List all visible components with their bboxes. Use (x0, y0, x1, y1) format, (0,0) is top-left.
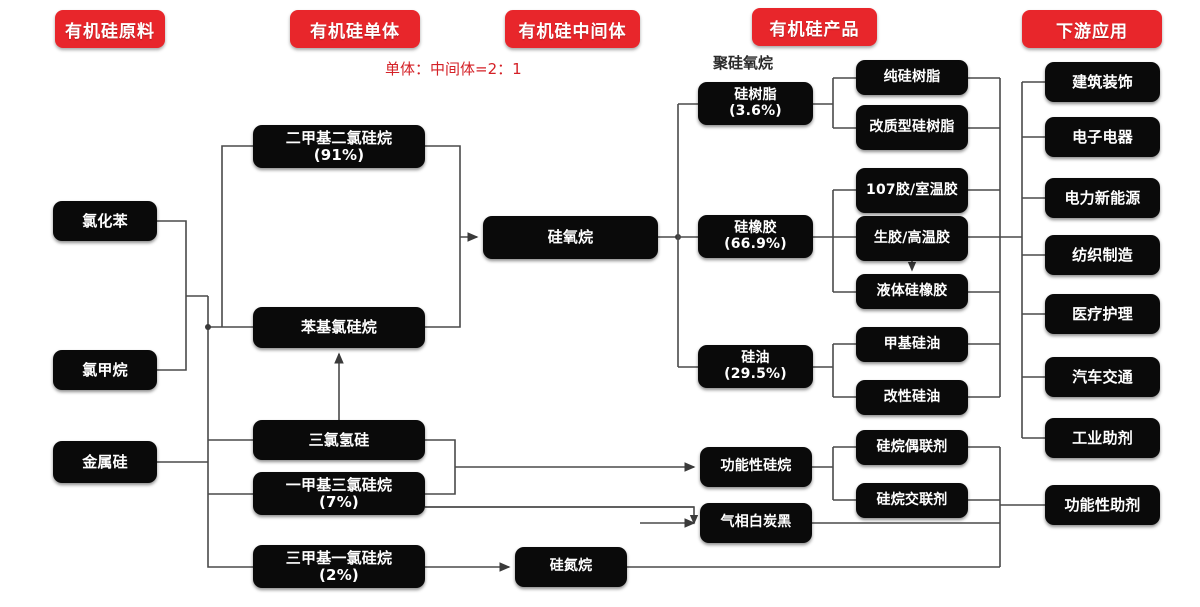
wire-group-raw (157, 145, 253, 568)
node-label: 二甲基二氯硅烷 (285, 128, 393, 147)
node-percentage: (3.6%) (729, 102, 782, 119)
node-chlorobenzene[interactable]: 氯化苯 (53, 201, 157, 241)
node-label: 纯硅树脂 (883, 68, 941, 85)
node-label: 氯化苯 (82, 211, 128, 230)
node-label: 一甲基三氯硅烷 (285, 475, 393, 494)
polysiloxane-label: 聚硅氧烷 (713, 54, 774, 72)
node-label: 甲基硅油 (883, 335, 941, 352)
header-pill-products[interactable]: 有机硅产品 (752, 8, 877, 46)
node-functional-silane[interactable]: 功能性硅烷 (700, 447, 812, 487)
node-label: 金属硅 (82, 452, 128, 471)
node-siloxane[interactable]: 硅氧烷 (483, 216, 658, 259)
wire-group-siloxane-split (658, 103, 698, 368)
header-pill-intermediates[interactable]: 有机硅中间体 (505, 10, 640, 48)
node-liquid-silicone-rubber[interactable]: 液体硅橡胶 (856, 274, 968, 309)
node-fumed-silica[interactable]: 气相白炭黑 (700, 503, 812, 543)
node-percentage: (29.5%) (724, 365, 787, 382)
node-modified-silicone-oil[interactable]: 改性硅油 (856, 380, 968, 415)
node-label: 改性硅油 (883, 388, 941, 405)
node-label: 电子电器 (1072, 127, 1133, 146)
node-label: 硅油 (741, 349, 770, 366)
node-label: 纺织制造 (1072, 245, 1133, 264)
node-methyltrichlorosilane[interactable]: 一甲基三氯硅烷 (7%) (253, 472, 425, 515)
node-modified-silicone-resin[interactable]: 改质型硅树脂 (856, 105, 968, 150)
node-industrial-additives[interactable]: 工业助剂 (1045, 418, 1160, 458)
node-trichlorosilane[interactable]: 三氯氢硅 (253, 420, 425, 460)
node-label: 苯基氯硅烷 (300, 318, 377, 337)
node-percentage: (7%) (319, 492, 359, 511)
node-silane-crosslinker[interactable]: 硅烷交联剂 (856, 483, 968, 518)
wire-group-monomer-to-siloxane (425, 145, 479, 328)
node-label: 107胶/室温胶 (866, 181, 958, 198)
header-pill-downstream-applications[interactable]: 下游应用 (1022, 10, 1162, 48)
node-label: 硅氧烷 (547, 228, 594, 247)
node-electronics-appliances[interactable]: 电子电器 (1045, 117, 1160, 157)
node-silicone-rubber[interactable]: 硅橡胶 (66.9%) (698, 215, 813, 258)
wire-group-subproducts-to-apps-bus (968, 77, 1045, 439)
node-silane-coupling-agent[interactable]: 硅烷偶联剂 (856, 430, 968, 465)
node-textile-manufacturing[interactable]: 纺织制造 (1045, 235, 1160, 275)
node-label: 电力新能源 (1064, 188, 1141, 207)
node-chloromethane[interactable]: 氯甲烷 (53, 350, 157, 390)
node-percentage: (91%) (313, 145, 365, 164)
node-automotive-transport[interactable]: 汽车交通 (1045, 357, 1160, 397)
node-label: 硅烷交联剂 (876, 491, 948, 508)
wire-group-trichloro (334, 352, 699, 572)
node-silicon-metal[interactable]: 金属硅 (53, 441, 157, 483)
node-label: 硅橡胶 (734, 219, 777, 236)
node-label: 生胶/高温胶 (873, 229, 951, 246)
node-phenylchlorosilane[interactable]: 苯基氯硅烷 (253, 307, 425, 348)
node-silicone-oil[interactable]: 硅油 (29.5%) (698, 345, 813, 388)
node-functional-additives[interactable]: 功能性助剂 (1045, 485, 1160, 525)
node-label: 三氯氢硅 (308, 430, 370, 449)
node-methyl-silicone-oil[interactable]: 甲基硅油 (856, 327, 968, 362)
node-label: 硅树脂 (734, 86, 777, 103)
node-silicone-resin[interactable]: 硅树脂 (3.6%) (698, 82, 813, 125)
node-label: 建筑装饰 (1072, 72, 1133, 91)
node-label: 液体硅橡胶 (876, 282, 948, 299)
node-label: 气相白炭黑 (720, 514, 792, 531)
node-pure-silicone-resin[interactable]: 纯硅树脂 (856, 60, 968, 95)
node-architectural-decoration[interactable]: 建筑装饰 (1045, 62, 1160, 102)
node-medical-care[interactable]: 医疗护理 (1045, 294, 1160, 334)
node-label: 功能性助剂 (1064, 495, 1141, 514)
node-label: 改质型硅树脂 (869, 118, 955, 135)
node-label: 汽车交通 (1072, 367, 1133, 386)
node-label: 工业助剂 (1072, 428, 1133, 447)
wire-group-functional-additives (627, 446, 1045, 568)
node-label: 医疗护理 (1072, 304, 1133, 323)
header-pill-raw-materials[interactable]: 有机硅原料 (55, 10, 165, 48)
node-dimethyldichlorosilane[interactable]: 二甲基二氯硅烷 (91%) (253, 125, 425, 168)
node-glue-107-rtv[interactable]: 107胶/室温胶 (856, 168, 968, 213)
header-pill-monomers[interactable]: 有机硅单体 (290, 10, 420, 48)
wire-group-resin-branch (813, 77, 856, 129)
node-label: 硅氮烷 (549, 558, 593, 575)
node-label: 三甲基一氯硅烷 (285, 548, 393, 567)
wire-group-oil-branch (813, 343, 856, 398)
node-silazane[interactable]: 硅氮烷 (515, 547, 627, 587)
node-raw-rubber-htv[interactable]: 生胶/高温胶 (856, 216, 968, 261)
node-power-new-energy[interactable]: 电力新能源 (1045, 178, 1160, 218)
node-percentage: (66.9%) (724, 235, 787, 252)
wire-group-silane-branch (812, 446, 856, 501)
node-label: 功能性硅烷 (720, 458, 792, 475)
node-label: 氯甲烷 (82, 360, 128, 379)
node-label: 硅烷偶联剂 (876, 438, 948, 455)
monomer-intermediate-ratio-note: 单体：中间体=2：1 (385, 60, 522, 78)
node-percentage: (2%) (319, 565, 359, 584)
node-trimethylchlorosilane[interactable]: 三甲基一氯硅烷 (2%) (253, 545, 425, 588)
